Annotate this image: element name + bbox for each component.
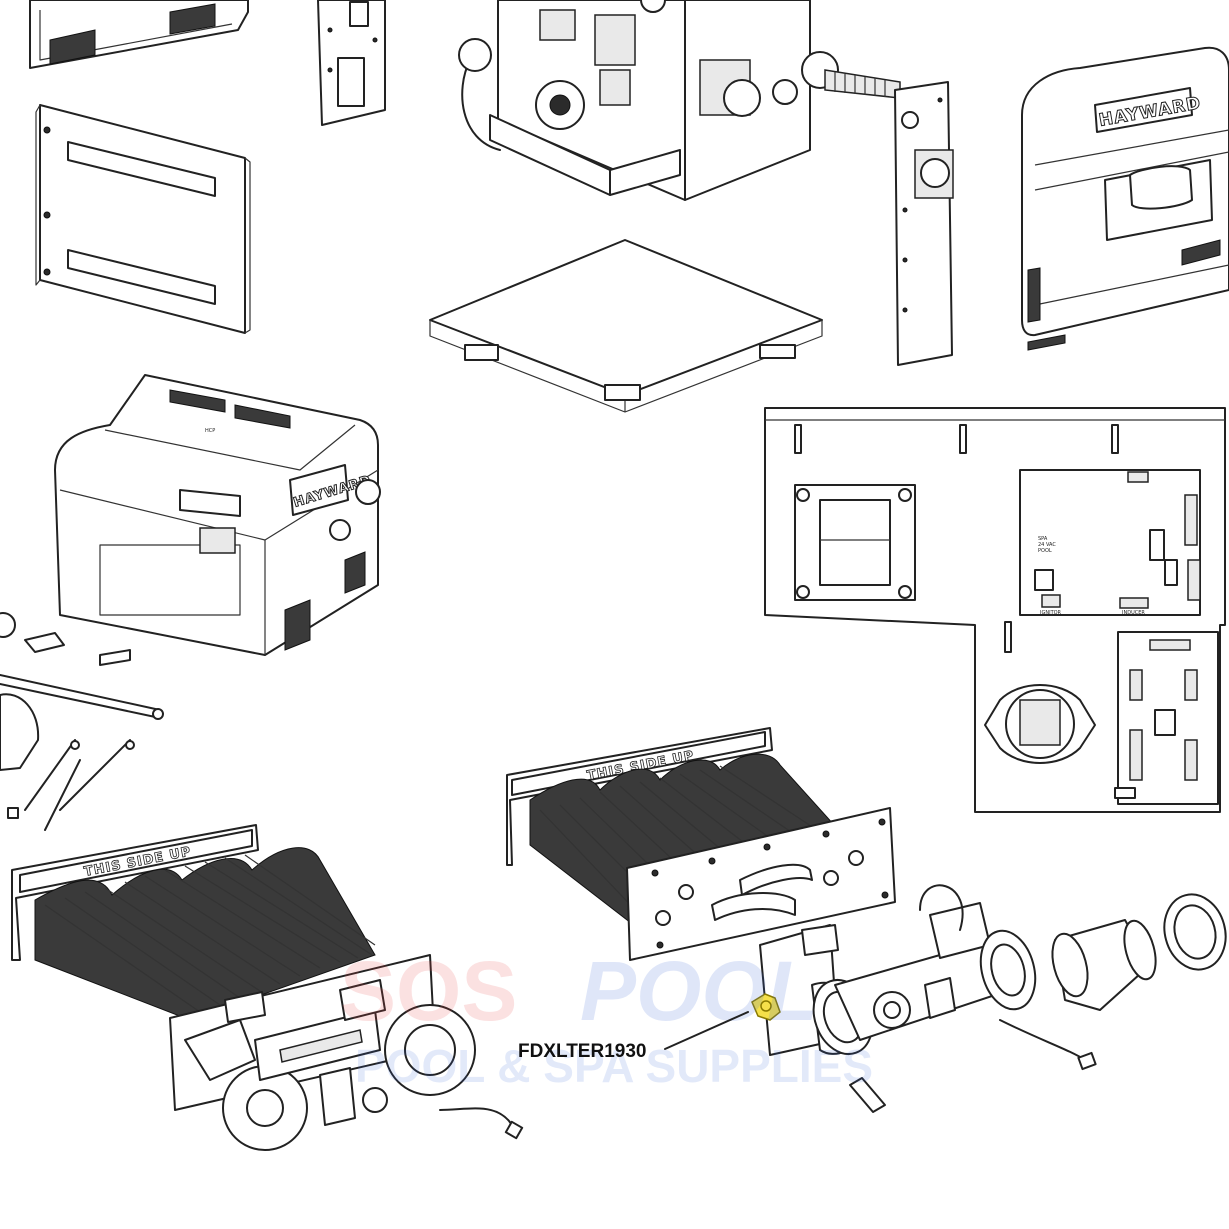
heater-panel-logo: HCP xyxy=(205,428,215,434)
top-jacket-panel xyxy=(29,0,249,69)
assembled-heater: HCP HAYWARD xyxy=(54,374,381,656)
part-number-label: FDXLTER1930 xyxy=(518,1041,646,1062)
watermark-tagline: POOL & SPA SUPPLIES xyxy=(355,1040,873,1092)
board-spa-label: SPA xyxy=(1038,536,1048,542)
outlet-fittings xyxy=(1051,893,1227,1011)
heat-exchanger-right: THIS SIDE UP xyxy=(506,727,896,961)
internal-assembly xyxy=(458,0,901,201)
inlet-outlet-manifold-left xyxy=(184,979,524,1151)
board-24vac-label: 24 VAC xyxy=(1038,542,1056,548)
watermark-word-blue: POOL xyxy=(580,944,818,1038)
callout-leader-line xyxy=(664,1011,749,1050)
control-mount-panel xyxy=(317,0,386,126)
board-ignitor-label: IGNITOR xyxy=(1040,610,1062,616)
side-panel xyxy=(35,104,251,334)
inlet-outlet-manifold-right xyxy=(751,884,1097,1113)
front-cover: HAYWARD xyxy=(1021,46,1229,351)
board-inducer-label: INDUCER xyxy=(1122,610,1145,616)
watermark: SOS POOL POOL & SPA SUPPLIES xyxy=(340,944,873,1092)
watermark-word-red: SOS xyxy=(340,944,517,1038)
base-pan xyxy=(429,239,823,413)
control-box: SPA 24 VAC POOL IGNITOR INDUCER xyxy=(764,407,1226,813)
valve-mount-panel xyxy=(894,81,954,366)
board-pool-label: POOL xyxy=(1038,548,1052,554)
ignition-parts xyxy=(0,612,164,831)
part-callout: FDXLTER1930 xyxy=(518,1011,749,1062)
